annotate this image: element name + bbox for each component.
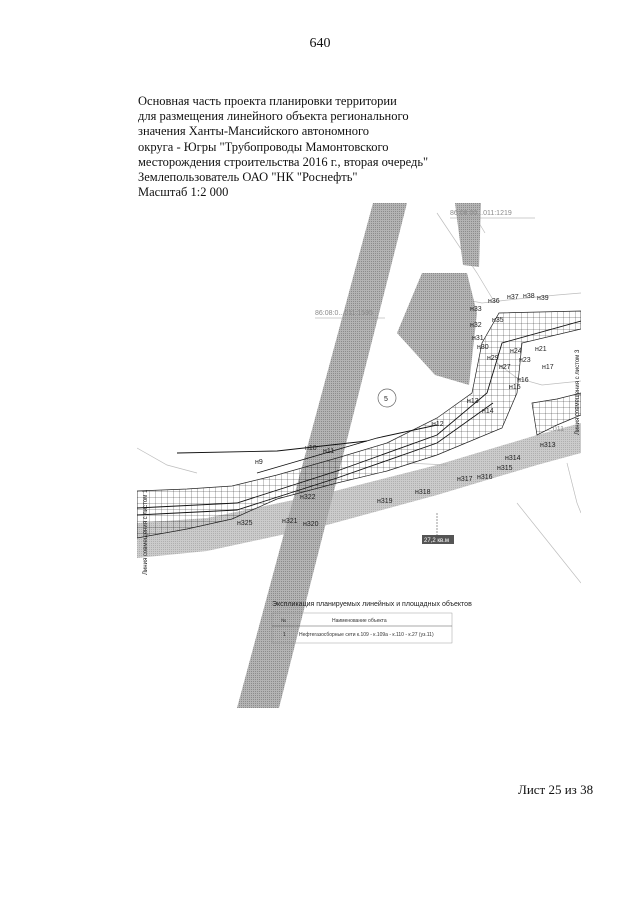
area-badge-bg [422, 535, 454, 544]
point-label: н322 [300, 494, 316, 501]
point-label: н315 [497, 465, 513, 472]
road-lower-right [137, 423, 581, 558]
title-line-2: для размещения линейного объекта региона… [138, 109, 409, 124]
point-label: н321 [282, 518, 298, 525]
title-line-6: Землепользователь ОАО "НК "Роснефть" [138, 170, 358, 185]
planning-map: 5 86:08:00...011:1219 86:08:0...011:1595… [137, 203, 581, 708]
point-label: н38 [523, 293, 535, 300]
title-line-1: Основная часть проекта планировки террит… [138, 94, 397, 108]
page-number: 640 [309, 36, 331, 51]
road-corridor [237, 203, 407, 708]
cadastral-label-3: ...011 [547, 426, 564, 433]
point-label: н13 [467, 398, 479, 405]
legend-col-number: № [281, 618, 286, 624]
point-label: н27 [499, 364, 511, 371]
legend-col-name: Наименование объекта [332, 618, 387, 624]
point-label: н16 [517, 377, 529, 384]
match-line-left: Линия совмещения с листом 1 [143, 489, 149, 575]
point-label: н37 [507, 294, 519, 301]
marker-circle-label: 5 [384, 396, 388, 403]
title-line-5: месторождения строительства 2016 г., вто… [138, 154, 429, 169]
marker-circle [377, 388, 397, 408]
point-label: н320 [303, 521, 319, 528]
point-label: н30 [477, 344, 489, 351]
title-line-4: округа - Югры "Трубопроводы Мамонтовског… [138, 139, 389, 154]
land-parcel [397, 273, 477, 385]
point-label: н316 [477, 474, 493, 481]
road-branch [455, 203, 481, 267]
point-label: н15 [509, 384, 521, 391]
point-label: н313 [540, 442, 556, 449]
legend-table: Экспликация планируемых линейных и площа… [271, 600, 472, 644]
point-label: н23 [519, 357, 531, 364]
point-label: н318 [415, 489, 431, 496]
point-label: н32 [470, 322, 482, 329]
point-label: н11 [323, 448, 334, 455]
point-label: н14 [482, 408, 494, 415]
pipeline-spur [531, 392, 581, 436]
point-label: н29 [487, 355, 499, 362]
point-label: н35 [492, 317, 504, 324]
point-label: н12 [432, 421, 444, 428]
point-label: н9 [255, 459, 263, 466]
point-label: н17 [542, 364, 554, 371]
scale-label: Масштаб 1:2 000 [138, 185, 229, 200]
point-label: н10 [305, 445, 317, 452]
pipeline-lines [137, 320, 581, 516]
cadastral-label-2: 86:08:0...011:1595 [315, 310, 373, 317]
sheet-label: Лист 25 из 38 [518, 782, 594, 797]
point-label: н325 [237, 520, 253, 527]
point-label: н317 [457, 476, 473, 483]
point-labels: н36 н37 н38 н39 н33 н35 н32 н31 н30 н24 … [237, 293, 556, 528]
area-badge: 27,2 кв.м [424, 538, 449, 544]
legend-title: Экспликация планируемых линейных и площа… [272, 600, 472, 608]
point-label: н39 [537, 295, 549, 302]
point-label: н319 [377, 498, 393, 505]
legend-row-number: 1 [283, 632, 286, 638]
legend-row-name: Нефтегазосборные сети к.109 - к.109а - к… [299, 632, 434, 638]
point-label: н24 [510, 348, 522, 355]
point-label: н33 [470, 306, 482, 313]
point-label: н36 [488, 298, 500, 305]
cadastral-label-1: 86:08:00...011:1219 [450, 210, 512, 217]
title-line-3: значения Ханты-Мансийского автономного [138, 124, 370, 139]
point-label: н314 [505, 455, 521, 462]
point-label: н21 [535, 346, 547, 353]
point-label: н31 [472, 335, 484, 342]
title-block: Основная часть проекта планировки террит… [138, 94, 468, 200]
match-line-right: Линия совмещения с листом 3 [575, 349, 581, 435]
